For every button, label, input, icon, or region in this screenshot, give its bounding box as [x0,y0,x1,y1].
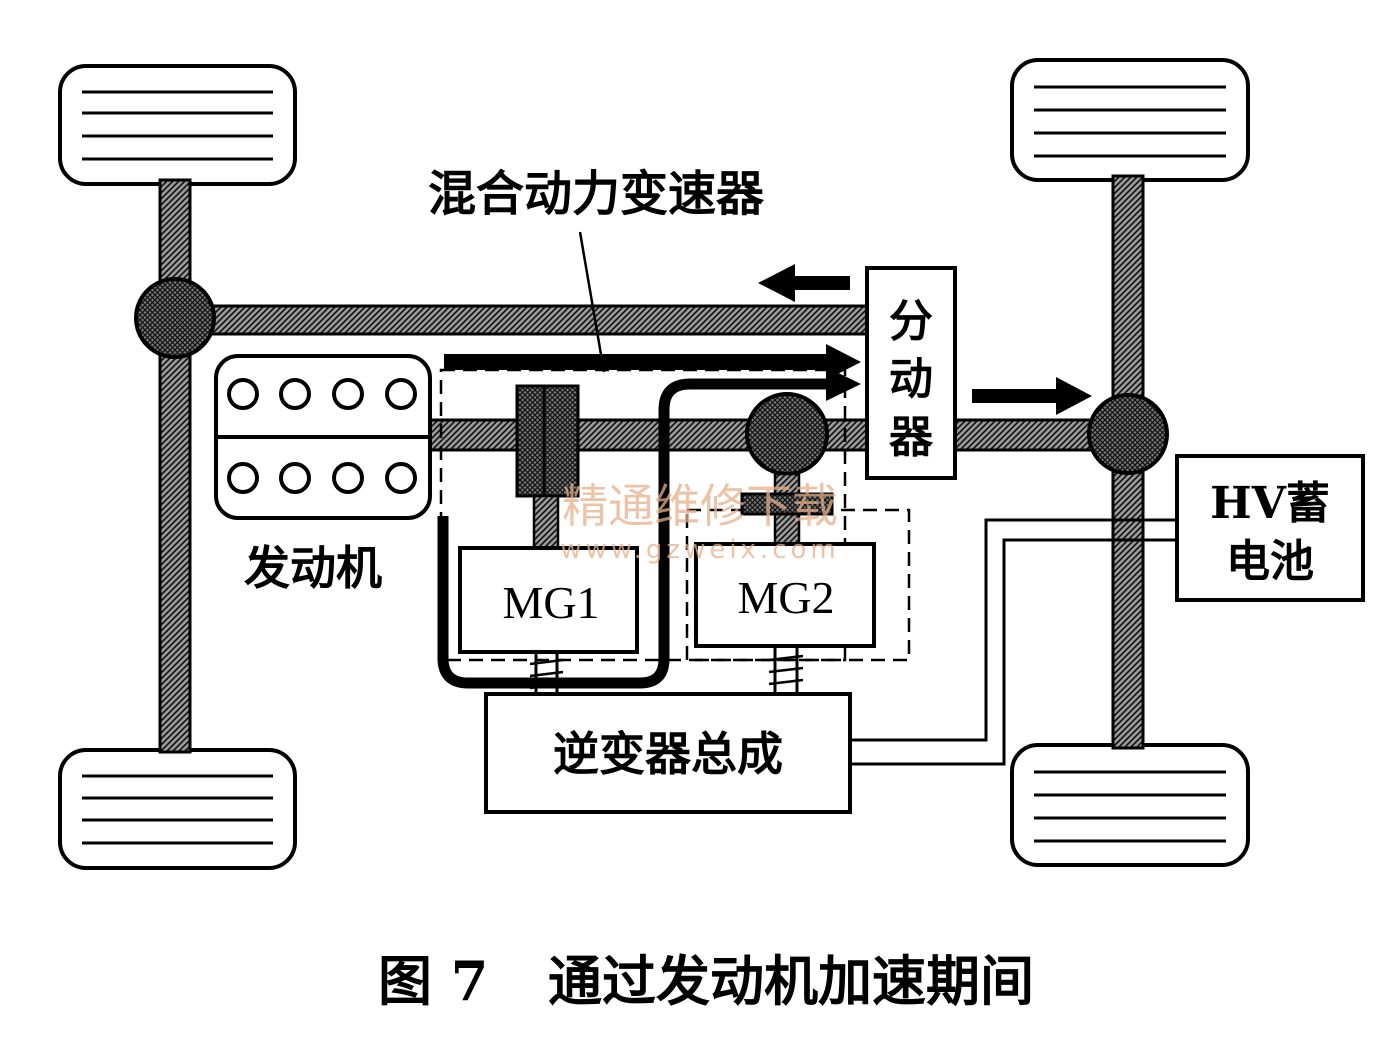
rear-differential [1087,393,1169,475]
engine [214,354,432,520]
figure-caption: 通过发动机加速期间 [548,949,1034,1013]
mg2-label: MG2 [737,572,834,623]
engine-power-arrow [444,344,861,380]
mg2-cable [768,646,804,694]
transfer-label-char1: 分 [889,296,933,347]
power-split-device [515,384,580,498]
front-propeller-shaft [188,304,869,336]
hv-battery-box: HV蓄 电池 [1175,454,1365,602]
inverter-label: 逆变器总成 [553,727,783,781]
mg1-box: MG1 [458,546,639,654]
battery-inverter-cable [850,518,1177,766]
mg1-shaft [532,494,560,550]
front-differential [134,277,216,359]
wheel-rear-right [1010,743,1250,867]
mg1-label: MG1 [502,577,599,628]
transfer-label-char2: 动 [889,354,933,405]
reduction-gear [745,392,829,476]
power-flow-arrow-right [972,377,1092,415]
wheel-rear-left [58,748,297,870]
watermark-title: 精通维修下载 [562,479,838,533]
mg2-box: MG2 [694,542,876,648]
transmission-leader-line [578,231,606,373]
wheel-front-right [1010,58,1250,182]
battery-label-line2: 电池 [1226,536,1314,587]
electric-power-flow-arrow [437,367,861,689]
transfer-label-char3: 器 [889,412,934,463]
wheel-front-left [58,64,297,186]
transmission-label: 混合动力变速器 [428,166,765,222]
figure-number: 图 7 [378,949,488,1013]
engine-label: 发动机 [244,541,382,595]
watermark-url: www.gzweix.com [560,535,840,565]
battery-label-line1: HV蓄 [1210,478,1330,529]
transfer-box: 分 动 器 [865,266,957,480]
left-axle [158,178,192,754]
inverter-box: 逆变器总成 [484,692,852,814]
power-flow-arrow-left [758,264,850,302]
mg2-gear [740,492,834,516]
